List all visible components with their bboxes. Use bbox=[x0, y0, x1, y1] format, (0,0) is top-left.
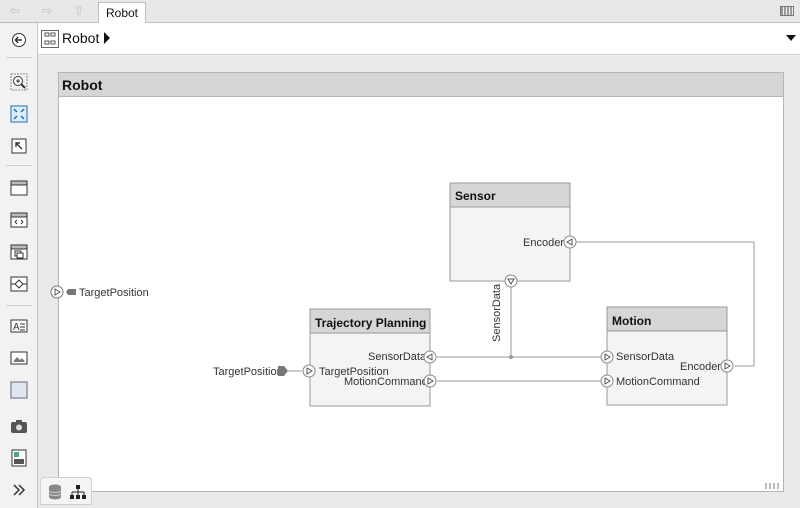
external-inport-icon[interactable] bbox=[278, 366, 288, 376]
nav-forward-icon[interactable]: ⇨ bbox=[41, 3, 53, 18]
zoom-in-icon[interactable] bbox=[9, 72, 29, 92]
port-label: Encoder bbox=[680, 361, 721, 373]
reference-component-icon[interactable] bbox=[9, 210, 29, 230]
data-view-icon[interactable] bbox=[46, 483, 64, 501]
svg-text:A: A bbox=[13, 322, 20, 333]
model-canvas[interactable]: Robot bbox=[38, 56, 800, 508]
left-toolbar: A bbox=[0, 23, 38, 508]
port-label: SensorData bbox=[616, 351, 675, 363]
view-toggle bbox=[40, 477, 92, 505]
port-sensor-encoder[interactable] bbox=[563, 235, 577, 249]
port-label: TargetPosition bbox=[319, 366, 389, 378]
component-icon[interactable] bbox=[9, 178, 29, 198]
port-motion-sensordata[interactable] bbox=[600, 350, 614, 364]
port-trajectory-targetposition[interactable] bbox=[302, 364, 316, 378]
component-sensor[interactable] bbox=[449, 182, 571, 282]
nav-back-icon[interactable]: ⇦ bbox=[9, 3, 21, 18]
annotation-icon[interactable]: A bbox=[9, 316, 29, 336]
port-label: Encoder bbox=[523, 237, 564, 249]
port-motion-encoder[interactable] bbox=[720, 359, 734, 373]
component-title: Motion bbox=[612, 314, 651, 328]
breadcrumb-arrow-icon[interactable] bbox=[104, 32, 110, 44]
port-sensor-sensordata[interactable] bbox=[504, 274, 518, 288]
area-icon[interactable] bbox=[9, 380, 29, 400]
breadcrumb-dropdown-icon[interactable] bbox=[786, 35, 796, 41]
branch-point bbox=[509, 355, 513, 359]
tab-bar: ⇦ ⇨ ⇧ Robot bbox=[0, 0, 800, 23]
component-title: Sensor bbox=[455, 189, 496, 203]
screenshot-icon[interactable] bbox=[9, 416, 29, 436]
port-trajectory-sensordata[interactable] bbox=[423, 350, 437, 364]
breadcrumb-item-robot[interactable]: Robot bbox=[62, 30, 100, 46]
breadcrumb: Robot bbox=[38, 23, 800, 55]
root-port-label: TargetPosition bbox=[79, 287, 149, 299]
expand-icon[interactable] bbox=[9, 480, 29, 500]
resize-grip-icon[interactable] bbox=[765, 483, 781, 489]
nav-up-icon[interactable]: ⇧ bbox=[73, 3, 85, 18]
tab-robot[interactable]: Robot bbox=[98, 2, 146, 23]
port-label-vertical: SensorData bbox=[491, 283, 503, 342]
adapter-icon[interactable] bbox=[9, 274, 29, 294]
model-title: Robot bbox=[59, 73, 783, 97]
port-motion-motioncommand[interactable] bbox=[600, 374, 614, 388]
architecture-model-icon[interactable] bbox=[41, 30, 59, 48]
image-icon[interactable] bbox=[9, 348, 29, 368]
port-label: MotionCommand bbox=[344, 376, 428, 388]
port-label: SensorData bbox=[368, 351, 427, 363]
component-motion[interactable] bbox=[606, 306, 728, 406]
back-icon[interactable] bbox=[9, 30, 29, 50]
external-inport-label: TargetPosition bbox=[213, 366, 283, 378]
zoom-to-area-icon[interactable] bbox=[9, 136, 29, 156]
port-trajectory-motioncommand[interactable] bbox=[423, 374, 437, 388]
report-icon[interactable] bbox=[9, 448, 29, 468]
connector-encoder bbox=[576, 241, 755, 367]
model-frame: Robot bbox=[58, 72, 784, 492]
component-title: Trajectory Planning bbox=[315, 316, 426, 330]
variant-component-icon[interactable] bbox=[9, 242, 29, 262]
hierarchy-view-icon[interactable] bbox=[69, 483, 87, 501]
keyboard-icon[interactable] bbox=[780, 6, 794, 16]
root-port-targetposition[interactable] bbox=[50, 285, 76, 299]
port-label: MotionCommand bbox=[616, 376, 700, 388]
fit-to-view-icon[interactable] bbox=[9, 104, 29, 124]
